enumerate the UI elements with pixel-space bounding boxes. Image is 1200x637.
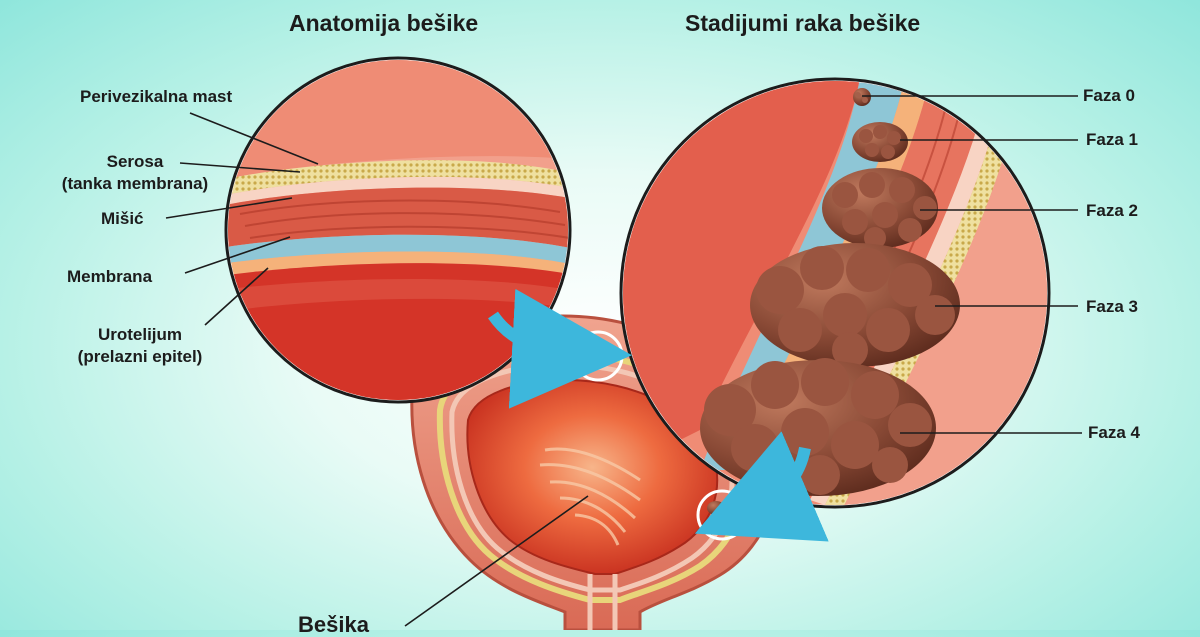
label-stage4: Faza 4: [1088, 423, 1140, 442]
anatomy-leader-lines: [165, 112, 319, 326]
label-urothelium-main: Urotelijum: [97, 325, 183, 344]
label-bladder: Bešika: [298, 612, 369, 637]
arrow-to-wall-detail: [488, 288, 632, 409]
label-stage0: Faza 0: [1083, 86, 1135, 105]
stage-leader-lines: [862, 95, 1082, 434]
label-serosa-note: (tanka membrana): [61, 174, 209, 193]
anatomy-title: Anatomija bešike: [289, 10, 479, 36]
label-serosa-main: Serosa: [106, 152, 164, 171]
label-stage1: Faza 1: [1086, 130, 1138, 149]
tumor-stage2: [822, 168, 938, 249]
urethra: [587, 574, 618, 630]
label-urothelium: Urotelijum (prelazni epitel): [55, 324, 225, 368]
label-urothelium-note: (prelazni epitel): [77, 347, 203, 366]
layer-serosa: [228, 176, 568, 206]
label-stage3: Faza 3: [1086, 297, 1138, 316]
stages-magnifier: [619, 77, 1051, 509]
bladder-inner-folds: [539, 447, 641, 546]
label-membrane: Membrana: [67, 267, 153, 286]
label-muscle: Mišić: [101, 209, 144, 228]
arrow-to-tumor-site: [694, 431, 829, 542]
layer-fat: [228, 160, 568, 196]
label-perivesical-fat: Perivezikalna mast: [80, 87, 233, 106]
label-stage2: Faza 2: [1086, 201, 1138, 220]
tumor-stage1: [852, 122, 908, 162]
label-serosa: Serosa (tanka membrana): [40, 151, 230, 195]
layer-urothelium: [228, 251, 568, 276]
tumor-stage3: [750, 243, 960, 368]
bladder-leader-line: [404, 495, 589, 627]
stages-title: Stadijumi raka bešike: [685, 10, 921, 36]
layer-membrane: [228, 234, 568, 266]
tumor-stage0: [853, 88, 871, 106]
